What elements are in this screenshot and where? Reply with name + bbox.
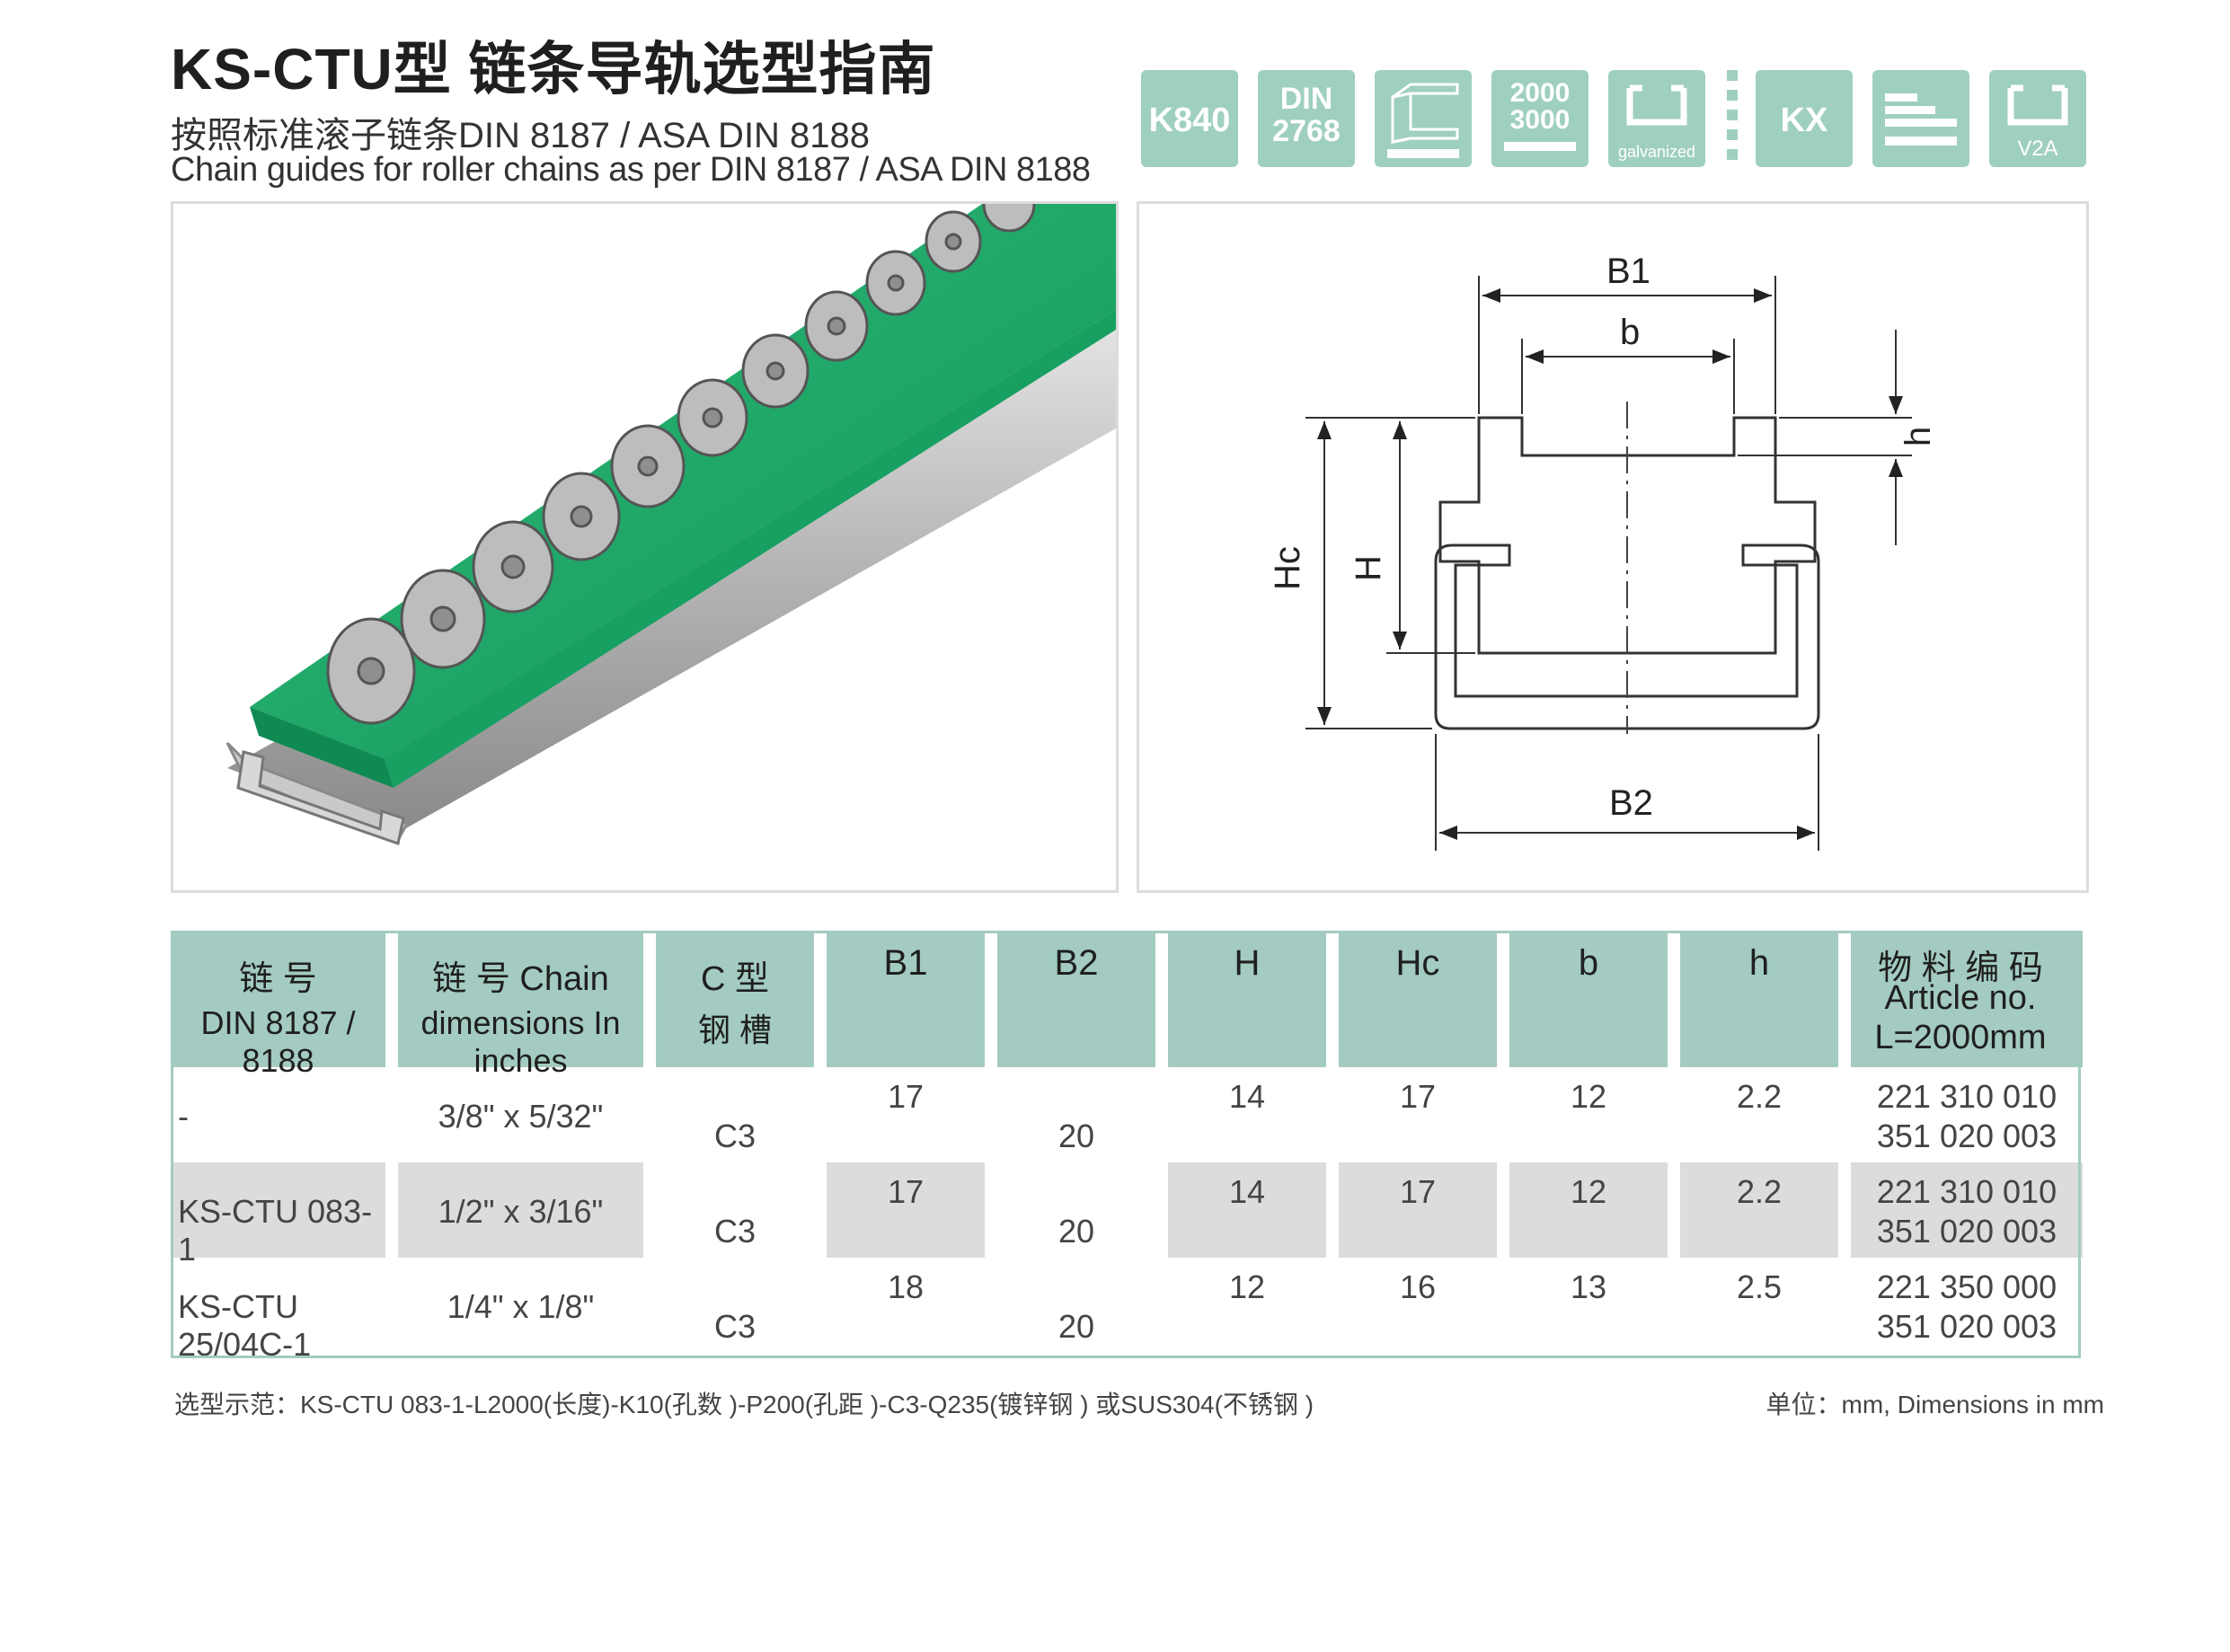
header-B2: B2 xyxy=(997,931,1168,1067)
cell-chain-no: KS-CTU 25/04C-1 xyxy=(178,1288,312,1363)
length-badge: 2000 3000 xyxy=(1491,70,1588,167)
page-title: KS-CTU型 链条导轨选型指南 xyxy=(171,37,936,102)
cell-article-1: 221 310 010 xyxy=(1876,1078,2057,1115)
header-h: h xyxy=(1680,931,1851,1067)
table-header-row: 链 号 DIN 8187 / 8188 链 号 Chain dimensions… xyxy=(171,931,2083,1079)
product-photo xyxy=(171,175,1119,893)
cell-h: 2.5 xyxy=(1736,1268,1783,1305)
header-B1: B1 xyxy=(827,931,997,1067)
profile-ruler-icon xyxy=(1375,70,1472,167)
cell-dims: 1/4" x 1/8" xyxy=(447,1288,595,1325)
cell-article-1: 221 350 000 xyxy=(1876,1268,2057,1305)
table-row: KS-CTU 25/04C-1 1/4" x 1/8" C3 18 20 12 … xyxy=(171,1258,2083,1363)
cell-B2: 20 xyxy=(1057,1308,1095,1345)
cell-B1: 17 xyxy=(887,1173,925,1210)
header-chain-dims: 链 号 Chain dimensions In inches xyxy=(398,931,656,1079)
label-B1: B1 xyxy=(1606,252,1650,291)
header-article-no: 物 料 编 码 Article no. L=2000mm xyxy=(1851,931,2083,1067)
kx-badge: KX xyxy=(1756,70,1853,167)
header-Hc: Hc xyxy=(1339,931,1509,1067)
icon-separator xyxy=(1727,70,1738,167)
cell-article-2: 351 020 003 xyxy=(1876,1118,2057,1154)
dimension-drawing: B1 b B2 Hc H h xyxy=(1137,201,2089,893)
selection-example: 选型示范：KS-CTU 083-1-L2000(长度)-K10(孔数 )-P20… xyxy=(174,1391,1314,1418)
cell-H: 12 xyxy=(1228,1268,1266,1305)
cell-b: 12 xyxy=(1570,1173,1607,1210)
units-note: 单位：mm, Dimensions in mm xyxy=(1765,1391,2104,1418)
k840-badge: K840 xyxy=(1141,70,1238,167)
label-B2: B2 xyxy=(1609,783,1653,823)
cell-c: C3 xyxy=(713,1308,757,1345)
cell-h: 2.2 xyxy=(1736,1173,1783,1210)
din-badge: DIN 2768 xyxy=(1258,70,1355,167)
cell-b: 13 xyxy=(1570,1268,1607,1305)
label-h: h xyxy=(1898,427,1938,446)
cell-article-2: 351 020 003 xyxy=(1876,1213,2057,1250)
v2a-channel-icon: V2A xyxy=(1989,70,2086,167)
cell-H: 14 xyxy=(1228,1173,1266,1210)
label-Hc: Hc xyxy=(1268,546,1307,590)
cell-c: C3 xyxy=(713,1118,757,1154)
header-H: H xyxy=(1168,931,1339,1067)
label-b: b xyxy=(1620,313,1640,352)
cell-article-2: 351 020 003 xyxy=(1876,1308,2057,1345)
cell-B2: 20 xyxy=(1057,1213,1095,1250)
cell-chain-no: KS-CTU 083-1 xyxy=(178,1193,373,1268)
cell-h: 2.2 xyxy=(1736,1078,1783,1115)
header-b: b xyxy=(1509,931,1680,1067)
cell-H: 14 xyxy=(1228,1078,1266,1115)
cell-Hc: 16 xyxy=(1399,1268,1437,1305)
cell-B2: 20 xyxy=(1057,1118,1095,1154)
table-row: KS-CTU 083-1 1/2" x 3/16" C3 17 20 14 17… xyxy=(171,1162,2083,1268)
subtitle-chinese: 按照标准滚子链条DIN 8187 / ASA DIN 8188 xyxy=(171,116,871,155)
header-chain-no: 链 号 DIN 8187 / 8188 xyxy=(171,931,398,1079)
cell-article-1: 221 310 010 xyxy=(1876,1173,2057,1210)
cell-b: 12 xyxy=(1570,1078,1607,1115)
spec-table: 链 号 DIN 8187 / 8188 链 号 Chain dimensions… xyxy=(171,931,2083,1363)
cell-c: C3 xyxy=(713,1213,757,1250)
cell-dims: 1/2" x 3/16" xyxy=(438,1193,604,1230)
label-H: H xyxy=(1349,555,1388,581)
header-c-channel: C 型 钢 槽 xyxy=(656,931,827,1067)
subtitle-english: Chain guides for roller chains as per DI… xyxy=(171,151,1091,189)
table-row: - 3/8" x 5/32" C3 17 20 14 17 12 2.2 221… xyxy=(171,1067,2083,1162)
cell-dims: 3/8" x 5/32" xyxy=(438,1098,604,1135)
cell-B1: 17 xyxy=(887,1078,925,1115)
stacked-bars-ruler-icon xyxy=(1872,70,1969,167)
galvanized-channel-icon: galvanized xyxy=(1608,70,1705,167)
cell-Hc: 17 xyxy=(1399,1078,1437,1115)
cell-Hc: 17 xyxy=(1399,1173,1437,1210)
cell-B1: 18 xyxy=(887,1268,925,1305)
cell-chain-no: - xyxy=(178,1098,189,1135)
